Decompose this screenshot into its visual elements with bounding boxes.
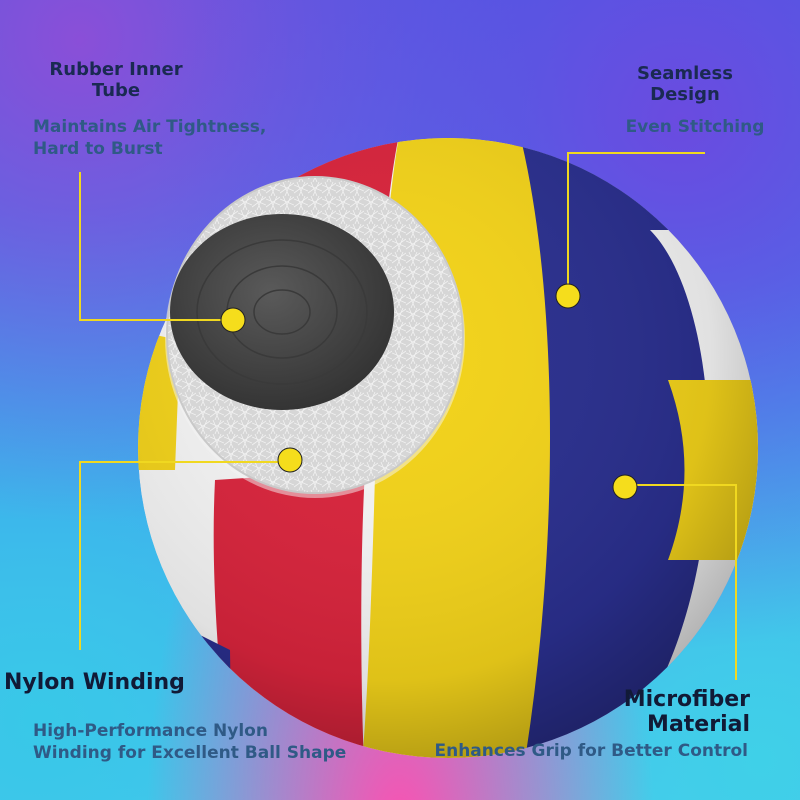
inner-tube	[170, 214, 394, 410]
callout-lines	[79, 152, 737, 680]
rubber-tube-description-line1: Maintains Air Tightness,	[33, 117, 267, 137]
seamless-callout-dot	[555, 283, 581, 309]
seamless-heading-line2: Design	[650, 83, 720, 105]
nylon-callout-dot	[277, 447, 303, 473]
cutaway-layers	[165, 176, 465, 498]
microfiber-line	[625, 484, 737, 680]
seamless-line	[567, 152, 705, 294]
microfiber-heading-line2: Material	[647, 712, 750, 738]
microfiber-callout-dot	[612, 474, 638, 500]
nylon-line	[79, 461, 290, 650]
microfiber-heading-line1: Microfiber	[623, 687, 750, 712]
rubber-tube-description-line2: Hard to Burst	[33, 139, 163, 160]
rubber-tube-description: Maintains Air Tightness, Hard to Burst	[33, 116, 313, 160]
nylon-heading: Nylon Winding	[4, 670, 185, 695]
rubber-tube-heading-line1: Rubber Inner	[49, 59, 183, 80]
seamless-description: Even Stitching	[625, 117, 765, 137]
nylon-description-line1: High-Performance Nylon	[33, 721, 268, 741]
rubber-tube-heading-line2: Tube	[91, 79, 141, 101]
rubber-tube-line	[79, 172, 232, 321]
seamless-heading: Seamless Design	[620, 63, 750, 105]
microfiber-description: Enhances Grip for Better Control	[434, 741, 748, 761]
microfiber-heading: Microfiber Material	[560, 687, 750, 738]
rubber-tube-heading: Rubber Inner Tube	[26, 59, 206, 101]
rubber-tube-callout-dot	[220, 307, 246, 333]
seamless-heading-line1: Seamless	[637, 63, 733, 84]
nylon-description: High-Performance Nylon Winding for Excel…	[33, 720, 393, 764]
nylon-description-line2: Winding for Excellent Ball Shape	[33, 743, 347, 764]
